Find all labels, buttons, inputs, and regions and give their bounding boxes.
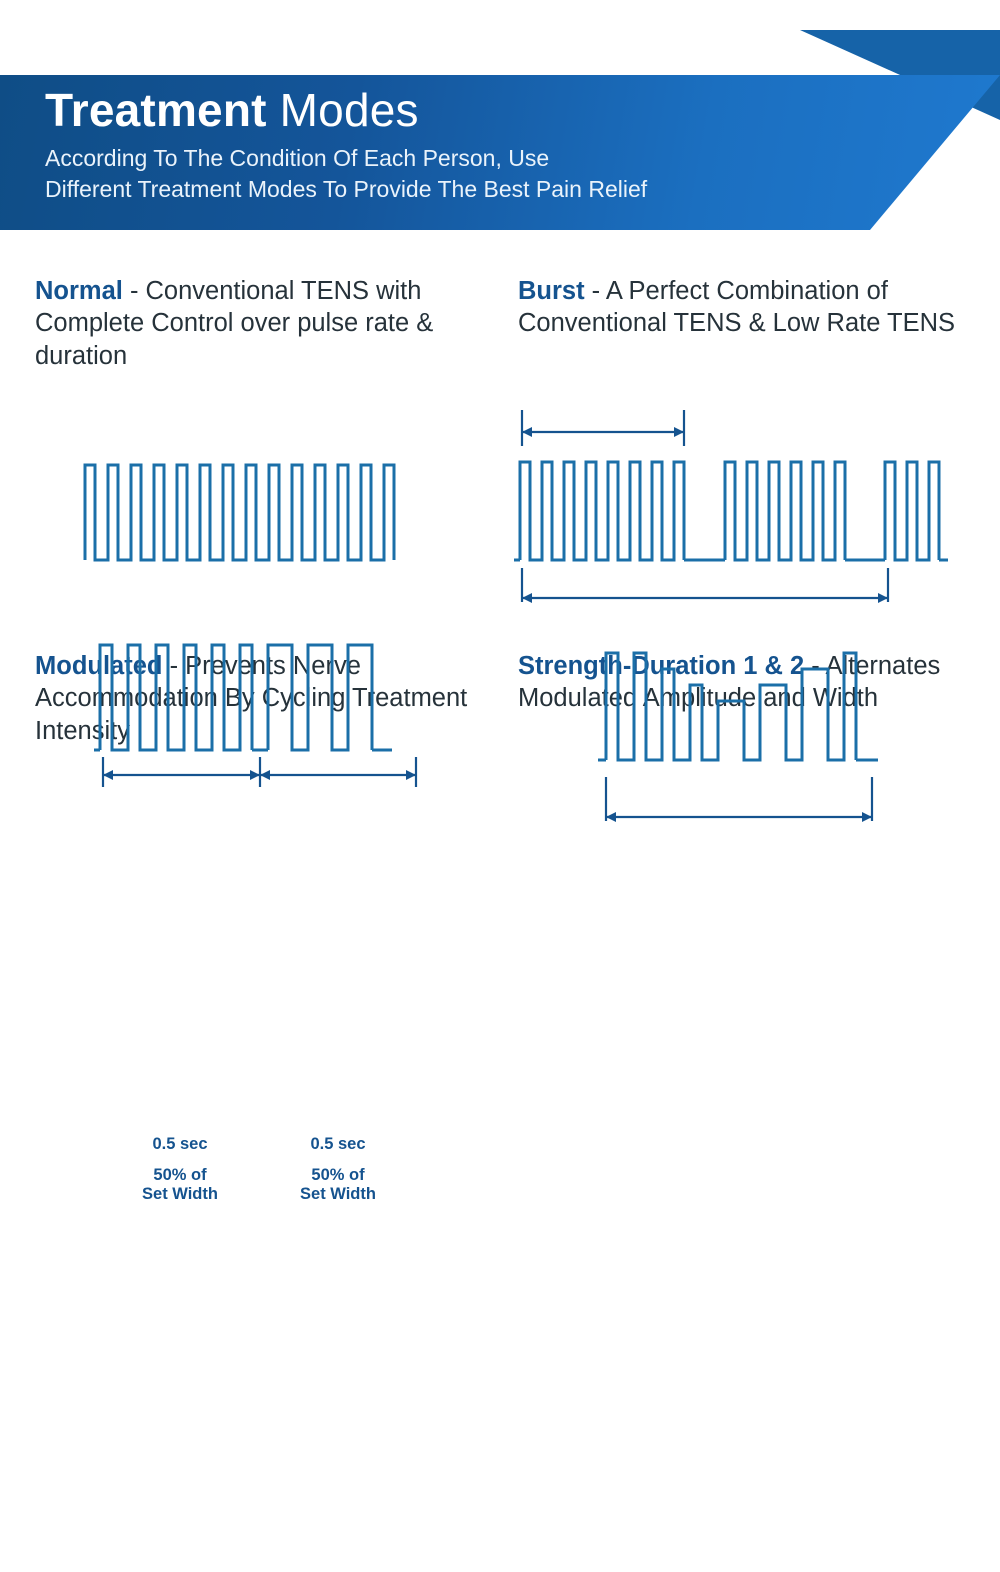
mode-normal-text: Normal - Conventional TENS with Complete… — [35, 275, 490, 372]
label-duration-left: 0.5 sec — [152, 1135, 208, 1153]
burst-bottom-measure — [520, 568, 890, 603]
banner: Treatment Modes According To The Conditi… — [0, 30, 1000, 235]
page-subtitle-line2: Different Treatment Modes To Provide The… — [45, 176, 648, 203]
label-width-right: 50% of Set Width — [300, 1166, 376, 1203]
mode-strength-duration-name: Strength-Duration 1 & 2 — [518, 652, 805, 680]
mode-normal-description: - Conventional TENS with Complete Contro… — [35, 277, 434, 370]
mode-normal-name: Normal — [35, 277, 123, 305]
mode-strength-duration-text: Strength-Duration 1 & 2 - Alternates Mod… — [518, 650, 988, 715]
page-subtitle: According To The Condition Of Each Perso… — [45, 143, 647, 205]
mode-burst-name: Burst — [518, 277, 585, 305]
page-subtitle-line1: According To The Condition Of Each Perso… — [45, 145, 550, 171]
page-title-light: Modes — [266, 84, 419, 136]
page-title: Treatment Modes — [45, 83, 419, 137]
mode-card-burst: Burst - A Perfect Combination of Convent… — [500, 250, 1000, 625]
mode-burst-text: Burst - A Perfect Combination of Convent… — [518, 275, 988, 340]
mode-modulated-text: Modulated - Prevents Nerve Accommodation… — [35, 650, 490, 747]
label-width-left: 50% of Set Width — [142, 1166, 218, 1203]
mode-card-normal: Normal - Conventional TENS with Complete… — [0, 250, 500, 625]
page-title-bold: Treatment — [45, 84, 267, 136]
banner-body: Treatment Modes According To The Conditi… — [0, 75, 1000, 230]
mode-burst-description: - A Perfect Combination of Conventional … — [518, 277, 956, 338]
burst-top-measure — [520, 410, 686, 446]
mode-card-strength-duration: Strength-Duration 1 & 2 - Alternates Mod… — [500, 625, 1000, 1000]
strength-duration-measure — [604, 777, 874, 822]
label-duration-right: 0.5 sec — [310, 1135, 366, 1153]
mode-modulated-name: Modulated — [35, 652, 163, 680]
modulated-measures — [101, 757, 418, 787]
modes-grid: Normal - Conventional TENS with Complete… — [0, 250, 1000, 1203]
mode-card-modulated: Modulated - Prevents Nerve Accommodation… — [0, 625, 500, 1203]
